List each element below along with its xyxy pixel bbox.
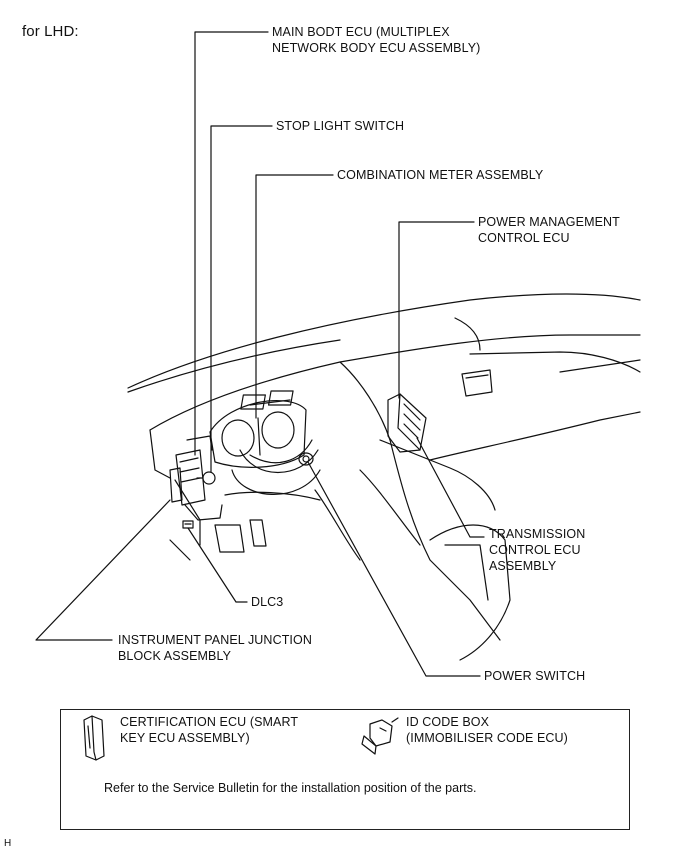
label-id-code-box: ID CODE BOX (IMMOBILISER CODE ECU)	[406, 715, 568, 745]
label-power-management-ecu: POWER MANAGEMENT CONTROL ECU	[478, 215, 620, 245]
label-junction-block: INSTRUMENT PANEL JUNCTION BLOCK ASSEMBLY	[118, 633, 312, 663]
power-switch-drawing	[298, 452, 314, 466]
label-combination-meter: COMBINATION METER ASSEMBLY	[337, 168, 544, 182]
label-power-switch: POWER SWITCH	[484, 669, 586, 683]
page-title: for LHD:	[22, 23, 79, 40]
label-dlc3: DLC3	[251, 595, 284, 609]
reference-note: Refer to the Service Bulletin for the in…	[104, 781, 477, 795]
combination-meter-drawing	[209, 399, 321, 495]
certification-ecu-icon	[83, 715, 105, 761]
label-main-body-ecu: MAIN BODT ECU (MULTIPLEX NETWORK BODY EC…	[272, 25, 481, 55]
label-certification-ecu: CERTIFICATION ECU (SMART KEY ECU ASSEMBL…	[120, 715, 299, 745]
label-transmission-ecu: TRANSMISSION CONTROL ECU ASSEMBLY	[489, 527, 586, 573]
id-code-box-icon	[361, 717, 399, 755]
leader-lines	[35, 31, 485, 677]
label-stop-light-switch: STOP LIGHT SWITCH	[276, 119, 405, 133]
dashboard-outline	[127, 293, 641, 661]
dlc3-drawing	[182, 520, 194, 529]
legend-box	[60, 709, 630, 830]
power-management-ecu-drawing	[387, 393, 427, 453]
corner-mark: H	[4, 838, 12, 849]
junction-block-drawing	[169, 435, 223, 521]
